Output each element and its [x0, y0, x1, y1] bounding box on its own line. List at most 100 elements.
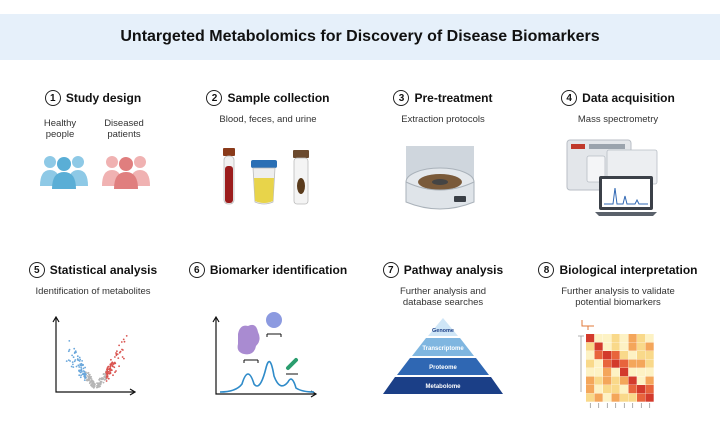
heatmap-cell	[611, 359, 620, 368]
heatmap-cell	[603, 334, 612, 343]
heatmap-cell	[611, 393, 620, 402]
step-subtitle: Identification of metabolites	[35, 286, 151, 297]
heatmap-cell	[611, 351, 620, 360]
heatmap-cell	[586, 368, 595, 377]
step-number: 8	[538, 262, 555, 278]
volcano-dot	[104, 373, 106, 375]
step-number: 2	[206, 90, 223, 106]
volcano-dot	[80, 364, 83, 367]
volcano-dot	[91, 380, 94, 382]
volcano-dot	[122, 338, 125, 341]
step-title: Data acquisition	[582, 91, 675, 105]
volcano-dot	[92, 387, 95, 389]
heatmap-cell	[628, 342, 637, 351]
heatmap-cell	[611, 376, 620, 385]
step-pre-treatment: 3 Pre-treatment Extraction protocols	[358, 90, 528, 125]
step-number: 6	[188, 262, 205, 278]
heatmap-cell	[645, 385, 654, 394]
heatmap-cell	[637, 342, 646, 351]
volcano-dot	[115, 352, 117, 354]
pyramid-level-transcriptome: Transcriptome	[422, 346, 464, 352]
step-biomarker-identification: 6 Biomarker identification	[183, 262, 353, 278]
page-title: Untargeted Metabolomics for Discovery of…	[120, 28, 600, 45]
heatmap-cell	[586, 351, 595, 360]
volcano-dot	[110, 363, 112, 366]
heatmap-cell	[586, 359, 595, 368]
volcano-dot	[76, 355, 79, 358]
volcano-dot	[114, 371, 116, 374]
heatmap-icon	[574, 318, 666, 410]
volcano-dot	[125, 335, 128, 337]
volcano-dot	[82, 367, 85, 370]
volcano-dot	[78, 374, 81, 377]
heatmap-cell	[620, 351, 629, 360]
step-sample-collection: 2 Sample collection Blood, feces, and ur…	[183, 90, 353, 125]
heatmap-cell	[611, 368, 620, 377]
step-title: Pathway analysis	[403, 263, 504, 277]
heatmap-cell	[620, 376, 629, 385]
volcano-dot	[67, 350, 70, 353]
step-title: Statistical analysis	[49, 263, 158, 277]
volcano-dot	[65, 360, 68, 362]
heatmap-cell	[620, 368, 629, 377]
volcano-dot	[118, 365, 120, 368]
volcano-dot	[103, 375, 106, 378]
heatmap-cell	[637, 351, 646, 360]
volcano-dot	[121, 356, 124, 358]
step-title: Pre-treatment	[414, 91, 493, 105]
volcano-dot	[112, 365, 114, 368]
title-banner: Untargeted Metabolomics for Discovery of…	[0, 14, 720, 60]
healthy-label: Healthy people	[43, 118, 77, 140]
volcano-dot	[78, 360, 81, 362]
volcano-dot	[79, 363, 82, 366]
step-subtitle: Extraction protocols	[401, 114, 485, 125]
volcano-dot	[80, 369, 83, 372]
heatmap-cell	[611, 342, 620, 351]
heatmap-cell	[594, 393, 603, 402]
volcano-dot	[114, 356, 116, 358]
heatmap-cell	[603, 368, 612, 377]
mass-spectrometer-icon	[565, 136, 665, 220]
step-biological-interpretation: 8 Biological interpretation Further anal…	[533, 262, 703, 308]
heatmap-cell	[620, 342, 629, 351]
volcano-plot-icon	[50, 316, 136, 398]
volcano-dot	[88, 377, 91, 379]
heatmap-cell	[586, 342, 595, 351]
volcano-dot	[68, 340, 71, 342]
volcano-dot	[105, 380, 108, 382]
heatmap-cell	[628, 393, 637, 402]
volcano-dot	[86, 375, 88, 377]
sample-tubes-icon	[215, 146, 325, 208]
volcano-dot	[81, 373, 84, 376]
volcano-dot	[99, 383, 101, 385]
volcano-dot	[79, 358, 82, 361]
heatmap-cell	[645, 351, 654, 360]
volcano-dot	[77, 364, 80, 367]
volcano-dot	[118, 351, 121, 354]
volcano-dot	[103, 379, 106, 381]
volcano-dot	[75, 365, 78, 368]
step-number: 3	[393, 90, 410, 106]
volcano-dot	[83, 370, 86, 373]
volcano-dot	[102, 381, 105, 384]
volcano-dot	[79, 376, 82, 379]
heatmap-cell	[645, 393, 654, 402]
volcano-dot	[123, 340, 126, 343]
heatmap-cell	[603, 342, 612, 351]
heatmap-cell	[594, 334, 603, 343]
volcano-dot	[82, 363, 84, 366]
volcano-dot	[109, 371, 112, 374]
volcano-dot	[72, 356, 75, 359]
step-number: 7	[382, 262, 399, 278]
volcano-dot	[123, 357, 125, 360]
volcano-dot	[98, 377, 101, 380]
volcano-dot	[78, 369, 81, 372]
heatmap-cell	[637, 376, 646, 385]
volcano-dot	[72, 363, 74, 366]
step-data-acquisition: 4 Data acquisition Mass spectrometry	[533, 90, 703, 125]
heatmap-cell	[603, 359, 612, 368]
volcano-dot	[71, 361, 74, 363]
volcano-dot	[68, 348, 71, 351]
heatmap-cell	[620, 393, 629, 402]
heatmap-cell	[586, 334, 595, 343]
